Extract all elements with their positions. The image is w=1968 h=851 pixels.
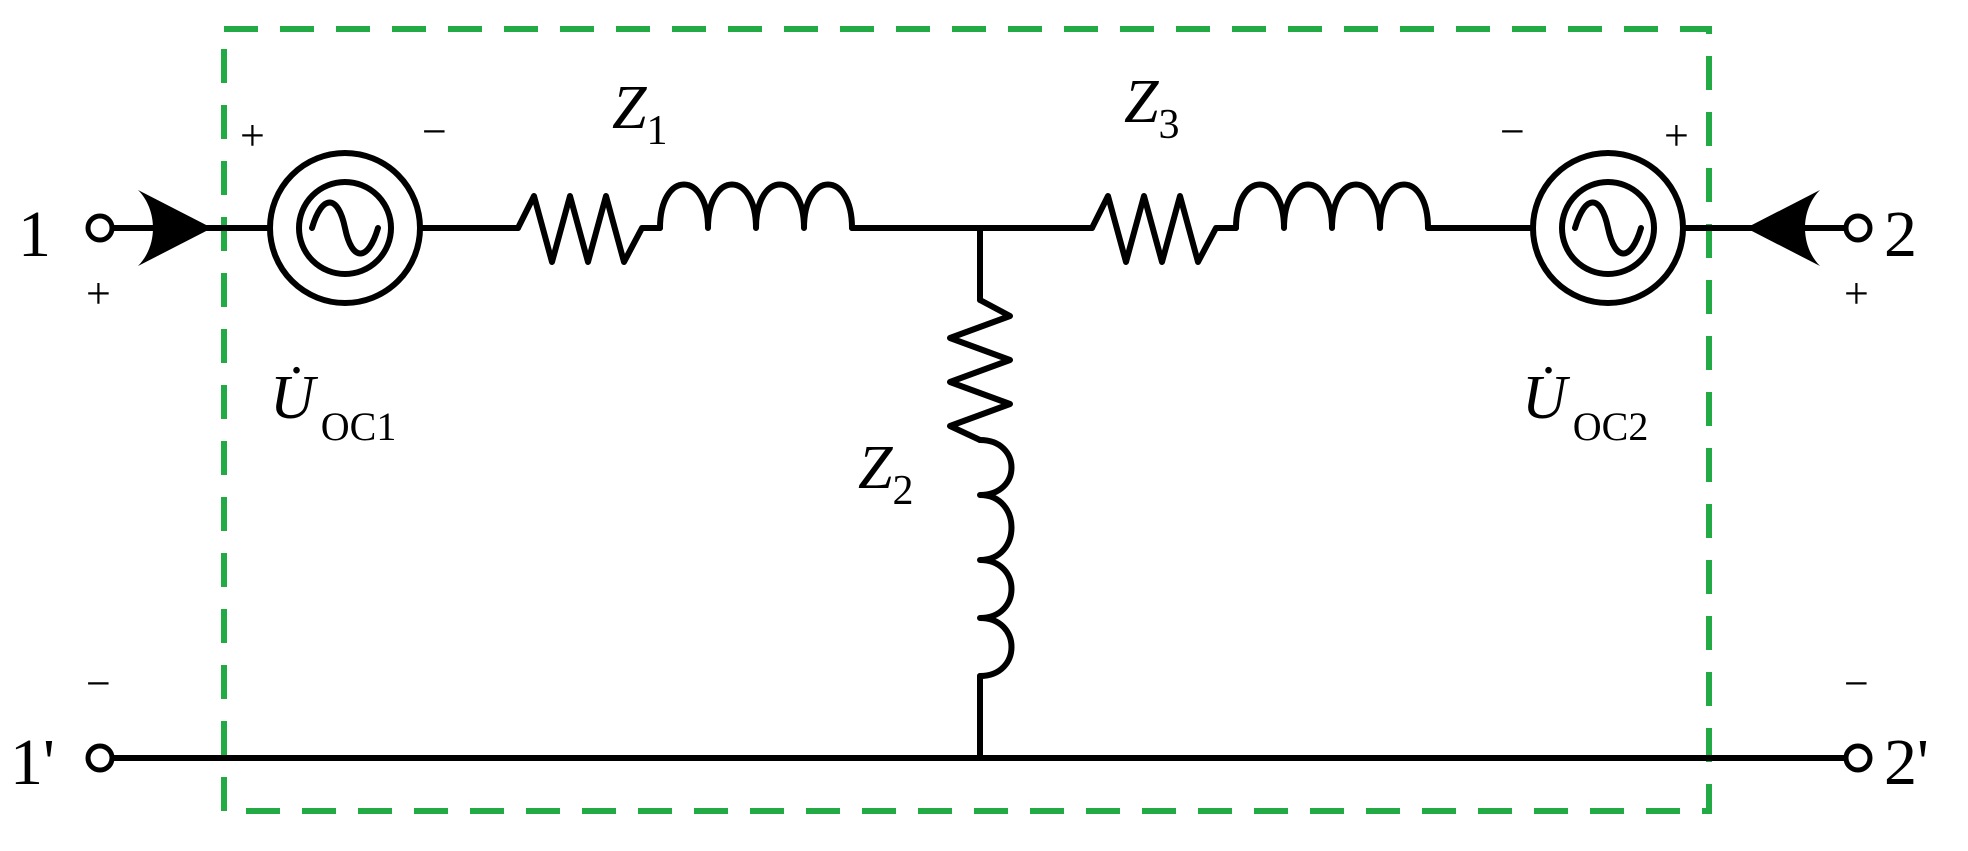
source1-minus-sign: − xyxy=(422,107,447,156)
label-port2-bottom: 2' xyxy=(1884,726,1929,799)
port1-minus-sign: − xyxy=(86,659,111,708)
source1-label: U̇OC1 xyxy=(270,364,396,449)
z2-inductor xyxy=(977,437,1015,679)
z1-label: Z1 xyxy=(612,74,667,154)
z3-resistor xyxy=(1089,193,1239,265)
terminal-1-prime xyxy=(85,743,115,773)
z2-label: Z2 xyxy=(858,434,913,514)
terminal-2-prime xyxy=(1843,743,1873,773)
port1-plus-sign: + xyxy=(86,269,111,318)
source2-label: U̇OC2 xyxy=(1522,364,1648,449)
network-boundary-box xyxy=(221,26,1712,814)
terminal-1 xyxy=(85,213,115,243)
source-oc1 xyxy=(267,150,423,306)
label-port1-top: 1 xyxy=(18,198,51,271)
port2-plus-sign: + xyxy=(1844,269,1869,318)
source2-plus-sign: + xyxy=(1664,111,1689,160)
port1-current-arrow xyxy=(138,190,212,266)
label-port1-bottom: 1' xyxy=(10,726,55,799)
z2-resistor xyxy=(947,297,1013,443)
source2-minus-sign: − xyxy=(1500,107,1525,156)
source-oc2 xyxy=(1530,150,1686,306)
port2-current-arrow xyxy=(1746,190,1820,266)
port2-minus-sign: − xyxy=(1844,659,1869,708)
z3-inductor xyxy=(1233,181,1431,231)
label-port2-top: 2 xyxy=(1884,198,1917,271)
terminal-2 xyxy=(1843,213,1873,243)
z1-inductor xyxy=(657,181,855,231)
z1-resistor xyxy=(515,193,663,265)
z3-label: Z3 xyxy=(1124,68,1179,148)
source1-plus-sign: + xyxy=(240,111,265,160)
